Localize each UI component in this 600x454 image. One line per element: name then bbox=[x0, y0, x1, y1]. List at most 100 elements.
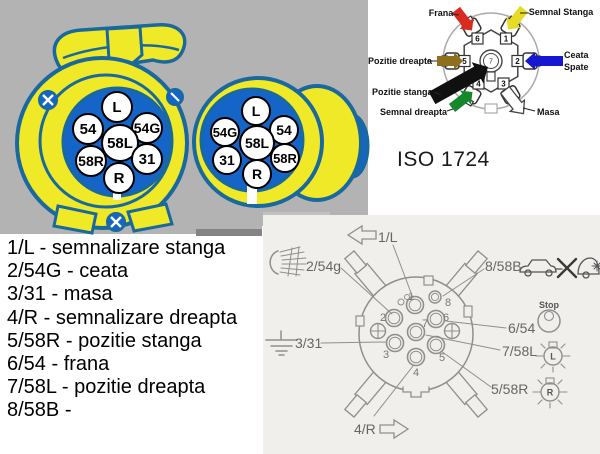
pozitie-dreapta-arrow bbox=[437, 52, 463, 70]
schematic-pins bbox=[384, 290, 446, 367]
pin-R: R bbox=[242, 159, 272, 189]
legend-item: 2/54G - ceata bbox=[7, 260, 129, 283]
pin-58R: 58R bbox=[270, 143, 300, 173]
semnal-stanga-arrow bbox=[506, 5, 528, 30]
mounting-screw-icon bbox=[369, 322, 461, 340]
screw-icon bbox=[166, 88, 184, 106]
sch-label-654: 6/54 bbox=[508, 320, 535, 336]
pin-L: L bbox=[241, 96, 271, 126]
sch-pin-1: 1 bbox=[408, 291, 414, 303]
pin-label: 58R bbox=[78, 153, 104, 169]
sch-label-1L: 1/L bbox=[378, 229, 398, 245]
legend-item: 6/54 - frana bbox=[7, 353, 110, 376]
legend-item: 8/58B - bbox=[7, 399, 72, 422]
plug-keyway bbox=[247, 186, 257, 204]
iso-pin-2: 2 bbox=[515, 57, 520, 66]
iso-standard-title: ISO 1724 bbox=[397, 148, 490, 171]
pin-54: 54 bbox=[72, 113, 104, 145]
sch-pin-7: 7 bbox=[422, 318, 428, 330]
pin-label: R bbox=[252, 166, 262, 182]
pin-label: 54 bbox=[80, 121, 97, 138]
pin-label: 58L bbox=[107, 135, 133, 152]
sch-label-758L: 7/58L bbox=[502, 343, 537, 359]
sch-label-331: 3/31 bbox=[295, 335, 322, 351]
pin-label: 31 bbox=[139, 151, 156, 168]
pin-58L: 58L bbox=[239, 125, 275, 161]
pozitie-dreapta-label: Pozitie dreapta bbox=[368, 56, 433, 66]
lamp-left-letter: L bbox=[550, 352, 556, 362]
sch-label-4R: 4/R bbox=[354, 421, 376, 437]
ceata-label-line1: Ceata bbox=[564, 50, 590, 60]
pin-label: 58L bbox=[245, 135, 270, 151]
pin-58R: 58R bbox=[75, 145, 107, 177]
screw-icon bbox=[38, 90, 58, 110]
pin-label: 31 bbox=[219, 152, 235, 168]
pin-31: 31 bbox=[131, 143, 163, 175]
pin-L: L bbox=[101, 91, 133, 123]
masa-arrow bbox=[499, 85, 526, 115]
iso-leader-lines bbox=[427, 12, 536, 112]
sch-label-858B: 8/58B bbox=[485, 258, 522, 274]
pin-number-squares: 1 2 3 4 5 6 bbox=[458, 32, 524, 90]
sch-label-254g: 2/54g bbox=[306, 258, 341, 274]
sch-pin-4: 4 bbox=[413, 367, 419, 379]
legend-item: 7/58L - pozitie dreapta bbox=[7, 376, 206, 399]
large-socket-illustration: L 54 54G 58L 58R 31 R bbox=[15, 23, 189, 235]
legend-item: 1/L - semnalizare stanga bbox=[7, 237, 226, 259]
pozitie-stanga-arrow bbox=[428, 62, 488, 105]
pin-R: R bbox=[103, 162, 135, 194]
fog-lamp-icon bbox=[269, 246, 307, 277]
small-plug-illustration: L 54G 54 58L 31 58R R bbox=[192, 76, 370, 208]
scan-edge-shadow bbox=[196, 229, 262, 236]
pozitie-stanga-label: Pozitie stanga bbox=[372, 87, 434, 97]
stop-label: Stop bbox=[539, 300, 559, 310]
pin-58L: 58L bbox=[101, 124, 139, 162]
pinout-schematic: 1 8 2 7 6 3 5 4 bbox=[265, 224, 600, 440]
lamp-right-letter: R bbox=[547, 388, 554, 398]
wire-arrows bbox=[428, 5, 563, 115]
turn-right-arrow-icon bbox=[379, 418, 410, 440]
pin-54G: 54G bbox=[210, 117, 240, 147]
frana-label: Frana bbox=[429, 8, 455, 18]
iso-pin-6: 6 bbox=[475, 35, 480, 44]
iso-pin-5: 5 bbox=[462, 57, 467, 66]
legend-item: 3/31 - masa bbox=[7, 283, 113, 306]
frana-arrow bbox=[452, 6, 474, 31]
pin-label: 54G bbox=[213, 125, 238, 140]
pin-label: 54 bbox=[276, 122, 292, 138]
sch-pin-3: 3 bbox=[383, 349, 389, 361]
semnal-dreapta-arrow bbox=[448, 90, 473, 112]
ground-icon bbox=[265, 330, 298, 356]
turn-left-arrow-icon bbox=[346, 224, 377, 246]
pin-label: L bbox=[112, 99, 121, 116]
car-trailer-icon bbox=[519, 257, 600, 279]
semnal-stanga-label: Semnal Stanga bbox=[529, 7, 595, 17]
pin-label: R bbox=[114, 170, 125, 187]
pin-legend: 1/L - semnalizare stanga 2/54G - ceata 3… bbox=[7, 237, 277, 423]
iso-pin-3: 3 bbox=[501, 80, 506, 89]
sch-pin-2: 2 bbox=[380, 312, 386, 324]
pin-label: L bbox=[252, 103, 261, 119]
sch-pin-5: 5 bbox=[439, 352, 445, 364]
masa-label: Masa bbox=[537, 107, 561, 117]
sch-pin-6: 6 bbox=[443, 312, 449, 324]
legend-item: 4/R - semnalizare dreapta bbox=[7, 306, 238, 329]
sch-pin-8: 8 bbox=[445, 297, 451, 309]
ceata-spate-arrow bbox=[525, 52, 563, 70]
crossed-out-x bbox=[556, 257, 578, 279]
stop-lamp-icon bbox=[537, 309, 561, 333]
socket-keyway bbox=[113, 191, 121, 200]
lamp-left-icon bbox=[535, 341, 571, 373]
iso-pin-4: 4 bbox=[476, 80, 481, 89]
pin-label: 54G bbox=[134, 120, 161, 136]
lamp-right-icon bbox=[532, 377, 568, 409]
pin-label: 58R bbox=[273, 151, 297, 166]
cable-glands bbox=[343, 249, 489, 419]
pin-31: 31 bbox=[212, 145, 242, 175]
iso-pin-7: 7 bbox=[489, 59, 493, 66]
light-burst bbox=[591, 260, 600, 272]
legend-item: 5/58R - pozitie stanga bbox=[7, 329, 202, 352]
schematic-leader-lines bbox=[320, 244, 507, 417]
screw-icon bbox=[106, 212, 126, 232]
